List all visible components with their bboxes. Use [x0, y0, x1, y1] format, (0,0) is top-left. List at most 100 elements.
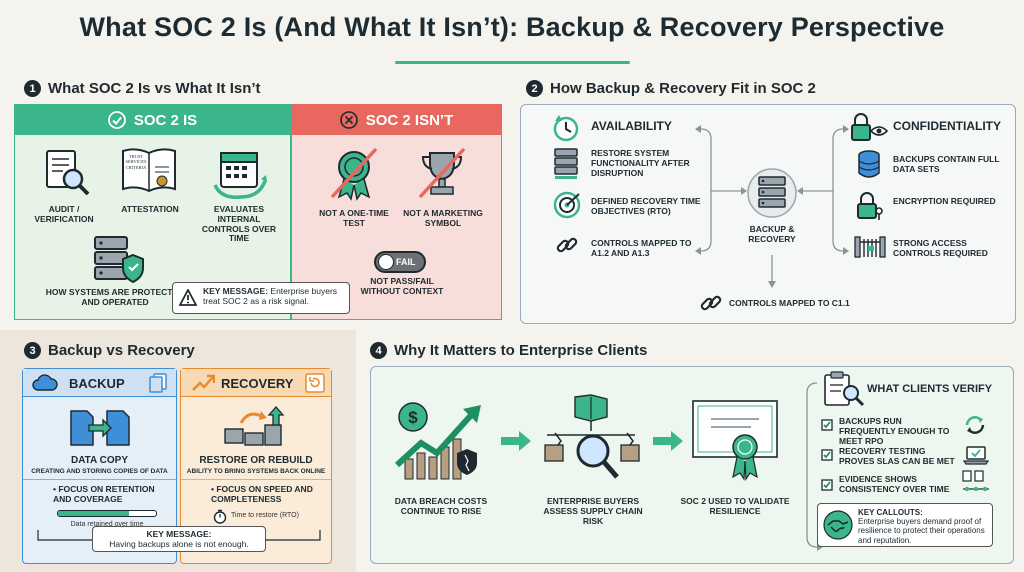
server-shield-icon: [94, 236, 144, 284]
title-underline: [395, 61, 630, 64]
backup-recovery-server-icon: [747, 168, 797, 218]
clipboard-magnifier-icon: [824, 371, 865, 407]
conf-item-access: STRONG ACCESS CONTROLS REQUIRED: [893, 238, 988, 258]
chain-link-bottom-icon: [700, 295, 722, 311]
target-icon: [553, 191, 581, 219]
s3-key-text: Having backups alone is not enough.: [109, 539, 249, 550]
audit-magnifier-icon: [46, 150, 90, 196]
section-4: 4 Why It Matters to Enterprise Clients $…: [356, 330, 1024, 572]
clock-arrow-icon: [553, 115, 579, 142]
backup-header: BACKUP: [69, 376, 125, 391]
soc2-is-label: SOC 2 IS: [133, 111, 198, 129]
checkbox-3-icon: [821, 479, 833, 491]
lock-eye-icon: [851, 113, 889, 141]
backup-sub: CREATING AND STORING COPIES OF DATA: [31, 468, 168, 475]
backup-bar-label: Data retained over time: [70, 521, 144, 528]
isnt-item-one-time: NOT A ONE-TIME TEST: [319, 208, 389, 228]
section-4-title-text: Why It Matters to Enterprise Clients: [394, 342, 648, 359]
server-stack-icon: [554, 148, 578, 179]
section-3-title: 3 Backup vs Recovery: [24, 342, 195, 359]
trophy-crossed-icon: [418, 147, 466, 199]
sync-icon: [965, 416, 985, 434]
isnt-item-pass-fail: NOT PASS/FAIL WITHOUT CONTEXT: [360, 276, 444, 296]
s4-key-callouts: KEY CALLOUTS: Enterprise buyers demand p…: [817, 503, 993, 547]
verify-item-evidence: EVIDENCE SHOWS CONSISTENCY OVER TIME: [839, 474, 950, 494]
recovery-sub: ABILITY TO BRING SYSTEMS BACK ONLINE: [186, 468, 326, 475]
confidentiality-label: CONFIDENTIALITY: [893, 119, 1001, 133]
restore-icon: [305, 373, 325, 393]
section-2-number: 2: [526, 80, 543, 97]
soc2-is-header: SOC 2 IS: [15, 105, 290, 135]
handshake-icon: [823, 510, 853, 540]
section-4-title: 4 Why It Matters to Enterprise Clients: [370, 342, 647, 359]
is-item-audit: AUDIT / VERIFICATION: [34, 204, 94, 224]
backup-focus: • FOCUS ON RETENTION AND COVERAGE: [53, 484, 155, 504]
conf-item-datasets: BACKUPS CONTAIN FULL DATA SETS: [893, 154, 1000, 174]
verify-item-rpo: BACKUPS RUN FREQUENTLY ENOUGH TO MEET RP…: [839, 416, 950, 446]
checkbox-2-icon: [821, 449, 833, 461]
s4-callout-label: KEY CALLOUTS:: [858, 508, 923, 517]
fail-toggle-icon: FAIL: [374, 251, 426, 273]
flow-item-supply: ENTERPRISE BUYERS ASSESS SUPPLY CHAIN RI…: [543, 496, 643, 526]
flow-arrow-2: [653, 431, 683, 451]
availability-label: AVAILABILITY: [591, 119, 672, 133]
x-circle-icon: [339, 111, 358, 129]
section-1-title: 1 What SOC 2 Is vs What It Isn’t: [24, 80, 261, 97]
lock-key-icon: [857, 192, 883, 220]
soc2-isnt-header: SOC 2 ISN’T: [292, 105, 501, 135]
section-3: 3 Backup vs Recovery BACKUP DATA COPY CR…: [0, 330, 356, 572]
stopwatch-icon: [213, 509, 227, 524]
section-4-number: 4: [370, 342, 387, 359]
timeline-docs-icon: [962, 470, 989, 492]
s3-key-message: KEY MESSAGE: Having backups alone is not…: [92, 526, 266, 552]
s4-panel: $ DATA BREACH COSTS CONTINUE TO RISE ENT…: [370, 366, 1014, 564]
rising-cost-chart-icon: $: [394, 402, 481, 480]
verify-item-sla: RECOVERY TESTING PROVES SLAS CAN BE MET: [839, 446, 955, 466]
section-1: 1 What SOC 2 Is vs What It Isn’t SOC 2 I…: [0, 72, 512, 330]
page-title: What SOC 2 Is (And What It Isn’t): Backu…: [79, 12, 945, 42]
recovery-header: RECOVERY: [221, 376, 294, 391]
criteria-book-icon: [122, 148, 176, 193]
warning-icon: [179, 289, 197, 306]
recovery-focus: • FOCUS ON SPEED AND COMPLETENESS: [211, 484, 313, 504]
trend-up-icon: [192, 374, 215, 391]
avail-item-restore: RESTORE SYSTEM FUNCTIONALITY AFTER DISRU…: [591, 148, 690, 178]
soc2-is-panel: SOC 2 IS AUDIT / VERIFICATION TRUST SERV…: [14, 104, 291, 320]
database-icon: [858, 150, 880, 178]
section-2-title-text: How Backup & Recovery Fit in SOC 2: [550, 80, 816, 97]
verify-title: WHAT CLIENTS VERIFY: [867, 383, 993, 395]
s1-key-message: KEY MESSAGE: Enterprise buyers treat SOC…: [172, 282, 350, 314]
fail-text: FAIL: [396, 257, 416, 267]
recovery-time-label: Time to restore (RTO): [231, 512, 299, 519]
recovery-title: RESTORE OR REBUILD: [199, 455, 313, 466]
is-item-attestation: ATTESTATION: [121, 204, 179, 214]
certificate-icon: [692, 400, 778, 481]
calendar-cycle-icon: [213, 152, 267, 199]
section-2: 2 How Backup & Recovery Fit in SOC 2 AVA…: [512, 72, 1024, 330]
flow-arrow-1: [501, 431, 531, 451]
avail-item-rto: DEFINED RECOVERY TIME OBJECTIVES (RTO): [591, 196, 701, 216]
cloud-icon: [32, 374, 58, 391]
section-1-title-text: What SOC 2 Is vs What It Isn’t: [48, 80, 261, 97]
file-transfer-icon: [70, 410, 130, 446]
s2-connector-arrows: [695, 125, 849, 288]
conf-item-encryption: ENCRYPTION REQUIRED: [893, 196, 996, 206]
bottom-controls-label: CONTROLS MAPPED TO C1.1: [729, 298, 850, 308]
section-3-title-text: Backup vs Recovery: [48, 342, 195, 359]
backup-retention-bar: [57, 510, 157, 517]
document-copy-icon: [149, 373, 167, 393]
isnt-item-marketing: NOT A MARKETING SYMBOL: [403, 208, 483, 228]
is-item-protected: HOW SYSTEMS ARE PROTECTED AND OPERATED: [45, 287, 185, 307]
section-2-title: 2 How Backup & Recovery Fit in SOC 2: [526, 80, 816, 97]
s3-bracket-line: [37, 530, 321, 541]
center-label: BACKUP & RECOVERY: [748, 224, 796, 244]
section-3-number: 3: [24, 342, 41, 359]
s2-panel: AVAILABILITY RESTORE SYSTEM FUNCTIONALIT…: [520, 104, 1016, 324]
laptop-check-icon: [963, 446, 989, 465]
avail-item-controls: CONTROLS MAPPED TO A1.2 AND A1.3: [591, 238, 692, 258]
flow-item-soc2: SOC 2 USED TO VALIDATE RESILIENCE: [680, 496, 790, 516]
is-item-evaluates: EVALUATES INTERNAL CONTROLS OVER TIME: [201, 204, 277, 244]
s1-key-text: Enterprise buyers treat SOC 2 as a risk …: [203, 286, 338, 307]
checkbox-1-icon: [821, 419, 833, 431]
svg-text:$: $: [408, 408, 418, 427]
